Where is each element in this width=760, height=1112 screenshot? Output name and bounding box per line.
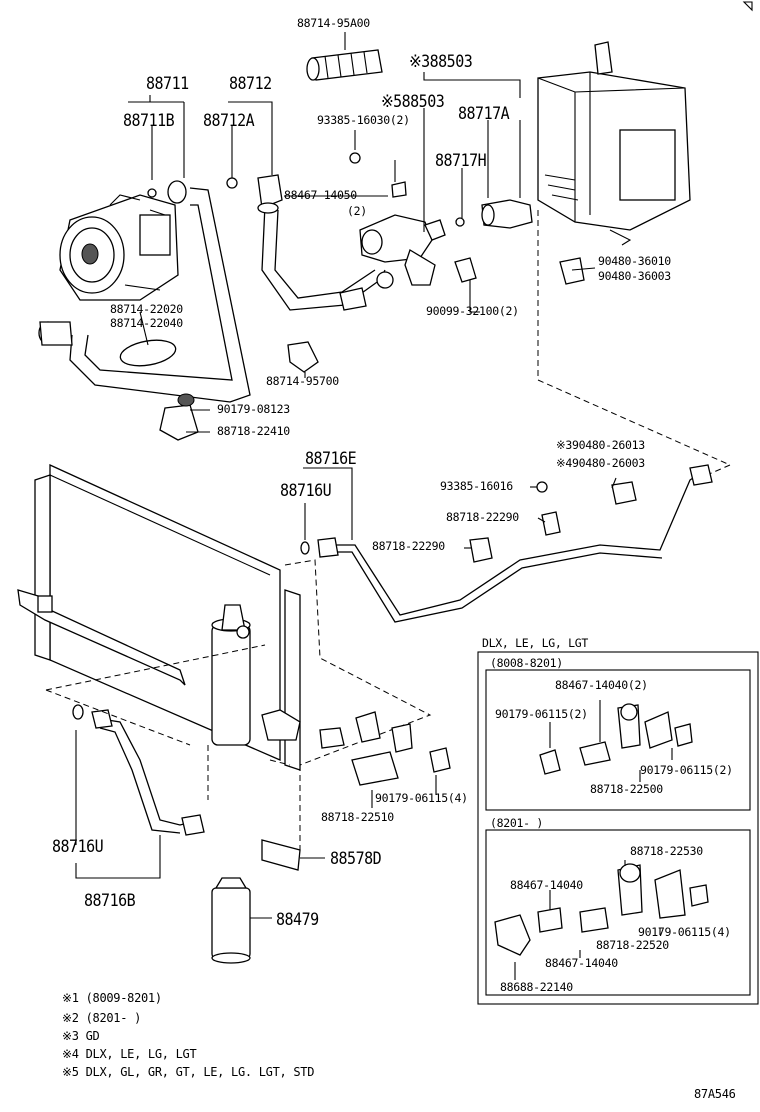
- label-i1-90179-06115-a: 90179-06115(2): [495, 707, 588, 721]
- label-88711B: 88711B: [123, 109, 175, 131]
- note-4: ※4 DLX, LE, LG, LGT: [62, 1047, 197, 1061]
- leader-dash-2: [45, 559, 432, 850]
- label-88717A: 88717A: [458, 102, 510, 124]
- inset-title: DLX, LE, LG, LGT: [482, 636, 588, 650]
- label-88716U-top: 88716U: [280, 479, 332, 501]
- label-88578D: 88578D: [330, 847, 382, 869]
- note-1: ※1 (8009-8201): [62, 991, 162, 1005]
- label-i2-90179-06115: 90179-06115(4): [638, 925, 731, 939]
- label-88716B: 88716B: [84, 889, 136, 911]
- liquid-line-upper: [300, 464, 713, 623]
- inset-range-1: (8008-8201): [490, 656, 563, 670]
- hose-sleeve-top: [306, 32, 383, 81]
- condenser: [17, 463, 301, 771]
- label-90480-36003: 90480-36003: [598, 269, 671, 283]
- label-i1-88718-22500: 88718-22500: [590, 782, 663, 796]
- condenser-fittings: [319, 711, 451, 786]
- label-x3-90480-26013: ※390480-26013: [556, 438, 645, 452]
- label-90480-36010: 90480-36010: [598, 254, 671, 268]
- label-i2-88718-22530: 88718-22530: [630, 844, 703, 858]
- label-i2-88467-14040-b: 88467-14040: [545, 956, 618, 970]
- label-88716E: 88716E: [305, 447, 357, 469]
- bracket-88578D: [261, 839, 301, 871]
- suction-hose: [38, 180, 251, 403]
- label-x4-90480-26003: ※490480-26003: [556, 456, 645, 470]
- label-88718-22410: 88718-22410: [217, 424, 290, 438]
- label-x3-88503: ※388503: [409, 50, 473, 72]
- liquid-line-lower: [72, 704, 205, 836]
- note-3: ※3 GD: [62, 1029, 100, 1043]
- label-i2-88467-14040-a: 88467-14040: [510, 878, 583, 892]
- inset-parts-1: [539, 700, 693, 782]
- label-88712A: 88712A: [203, 109, 255, 131]
- clamp-88714-95700: [287, 341, 319, 373]
- label-i1-90179-06115-b: 90179-06115(2): [640, 763, 733, 777]
- label-88717H: 88717H: [435, 149, 487, 171]
- label-88714-22020: 88714-22020: [110, 302, 183, 316]
- label-88467-14050-qty: (2): [347, 204, 367, 218]
- label-i2-88718-22520: 88718-22520: [596, 938, 669, 952]
- label-x5-88503: ※588503: [381, 90, 445, 112]
- label-90099-32100: 90099-32100(2): [426, 304, 519, 318]
- label-88467-14050: 88467-14050: [284, 188, 357, 202]
- label-93385-16016: 93385-16016: [440, 479, 513, 493]
- label-93385-16030: 93385-16030(2): [317, 113, 410, 127]
- expansion-valve: [349, 152, 533, 286]
- label-88711: 88711: [146, 72, 189, 94]
- label-88714-95A00: 88714-95A00: [297, 16, 370, 30]
- leader-dash: [537, 210, 732, 479]
- inset-parts-2: [494, 860, 709, 980]
- evaporator-unit: [537, 41, 691, 285]
- label-88479: 88479: [276, 908, 319, 930]
- label-88716U-bottom: 88716U: [52, 835, 104, 857]
- label-90179-08123: 90179-08123: [217, 402, 290, 416]
- inset-range-2: (8201- ): [490, 816, 543, 830]
- note-2: ※2 (8201- ): [62, 1011, 142, 1025]
- receiver-drier: [211, 604, 251, 746]
- figure-code: 87A546: [694, 1087, 736, 1101]
- leader-lines: [75, 72, 617, 879]
- label-88718-22510: 88718-22510: [321, 810, 394, 824]
- label-88714-22040: 88714-22040: [110, 316, 183, 330]
- label-88714-95700: 88714-95700: [266, 374, 339, 388]
- label-90179-06115-4a: 90179-06115(4): [375, 791, 468, 805]
- label-i2-88688-22140: 88688-22140: [500, 980, 573, 994]
- inset-frame: [477, 651, 759, 1005]
- compressor: [59, 194, 179, 301]
- label-88718-22290-a: 88718-22290: [446, 510, 519, 524]
- bracket-88718-22410: [159, 393, 199, 441]
- note-5: ※5 DLX, GL, GR, GT, LE, LG. LGT, STD: [62, 1065, 315, 1079]
- refrigerant-can: [211, 877, 272, 964]
- discharge-hose: [226, 174, 394, 311]
- corner-mark: [742, 1, 753, 12]
- label-88718-22290-b: 88718-22290: [372, 539, 445, 553]
- label-i1-88467-14040: 88467-14040(2): [555, 678, 648, 692]
- label-88712: 88712: [229, 72, 272, 94]
